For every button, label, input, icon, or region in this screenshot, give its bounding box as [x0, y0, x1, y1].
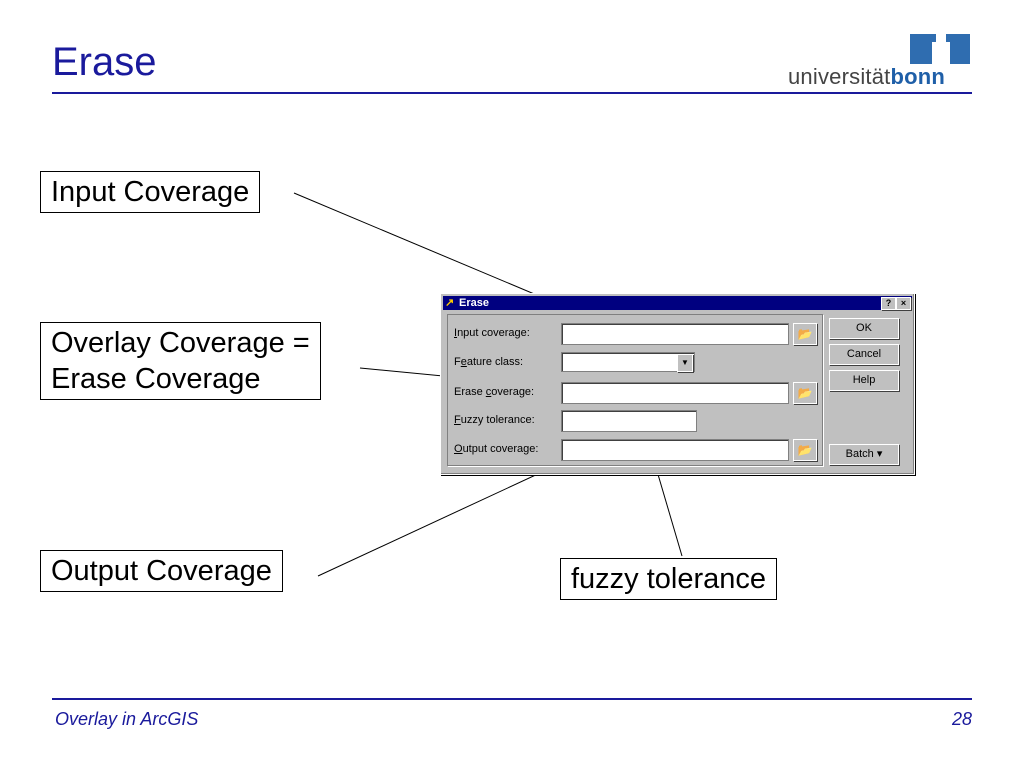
- page-number: 28: [951, 709, 972, 729]
- slide-title: Erase: [52, 40, 157, 84]
- input-coverage-label: Input coverage:: [454, 327, 530, 339]
- close-titlebar-button[interactable]: ×: [896, 297, 911, 310]
- dialog-titlebar[interactable]: ↗ Erase ? ×: [443, 296, 912, 310]
- footer-title: Overlay in ArcGIS: [55, 709, 199, 729]
- output-coverage-field[interactable]: [561, 439, 789, 461]
- folder-open-icon: 📂: [797, 443, 813, 457]
- erase-dialog: ↗ Erase ? × Input coverage: 📂 Feature cl…: [440, 293, 915, 475]
- ok-button[interactable]: OK: [829, 318, 899, 339]
- output-coverage-label: Output coverage:: [454, 443, 539, 455]
- footer-divider: [52, 698, 972, 700]
- batch-button[interactable]: Batch ▾: [829, 444, 899, 465]
- callout-output-coverage: Output Coverage: [40, 550, 283, 592]
- university-logo: universitätbonn: [788, 18, 974, 92]
- fuzzy-tolerance-label: Fuzzy tolerance:: [454, 414, 535, 426]
- tool-icon: ↗: [445, 297, 455, 309]
- folder-open-icon: 📂: [797, 327, 813, 341]
- parameters-group: [447, 314, 823, 466]
- dialog-title: Erase: [459, 297, 489, 309]
- feature-class-label: Feature class:: [454, 356, 524, 368]
- input-coverage-field[interactable]: [561, 323, 789, 345]
- cancel-button[interactable]: Cancel: [829, 344, 899, 365]
- title-divider: [52, 92, 972, 94]
- erase-coverage-label: Erase coverage:: [454, 386, 535, 398]
- chevron-down-icon[interactable]: ▼: [677, 354, 693, 372]
- tower-icon: [910, 18, 970, 64]
- callout-input-coverage: Input Coverage: [40, 171, 261, 213]
- logo-text: universitätbonn: [788, 64, 946, 89]
- output-coverage-browse-button[interactable]: 📂: [793, 439, 817, 461]
- help-button[interactable]: Help: [829, 370, 899, 391]
- callout-overlay-coverage: Overlay Coverage = Erase Coverage: [40, 322, 321, 400]
- help-titlebar-button[interactable]: ?: [881, 297, 896, 310]
- erase-coverage-field[interactable]: [561, 382, 789, 404]
- folder-open-icon: 📂: [797, 386, 813, 400]
- feature-class-dropdown[interactable]: ▼: [561, 352, 695, 372]
- erase-coverage-browse-button[interactable]: 📂: [793, 382, 817, 404]
- fuzzy-tolerance-field[interactable]: [561, 410, 697, 432]
- callout-fuzzy-tolerance: fuzzy tolerance: [560, 558, 778, 600]
- input-coverage-browse-button[interactable]: 📂: [793, 323, 817, 345]
